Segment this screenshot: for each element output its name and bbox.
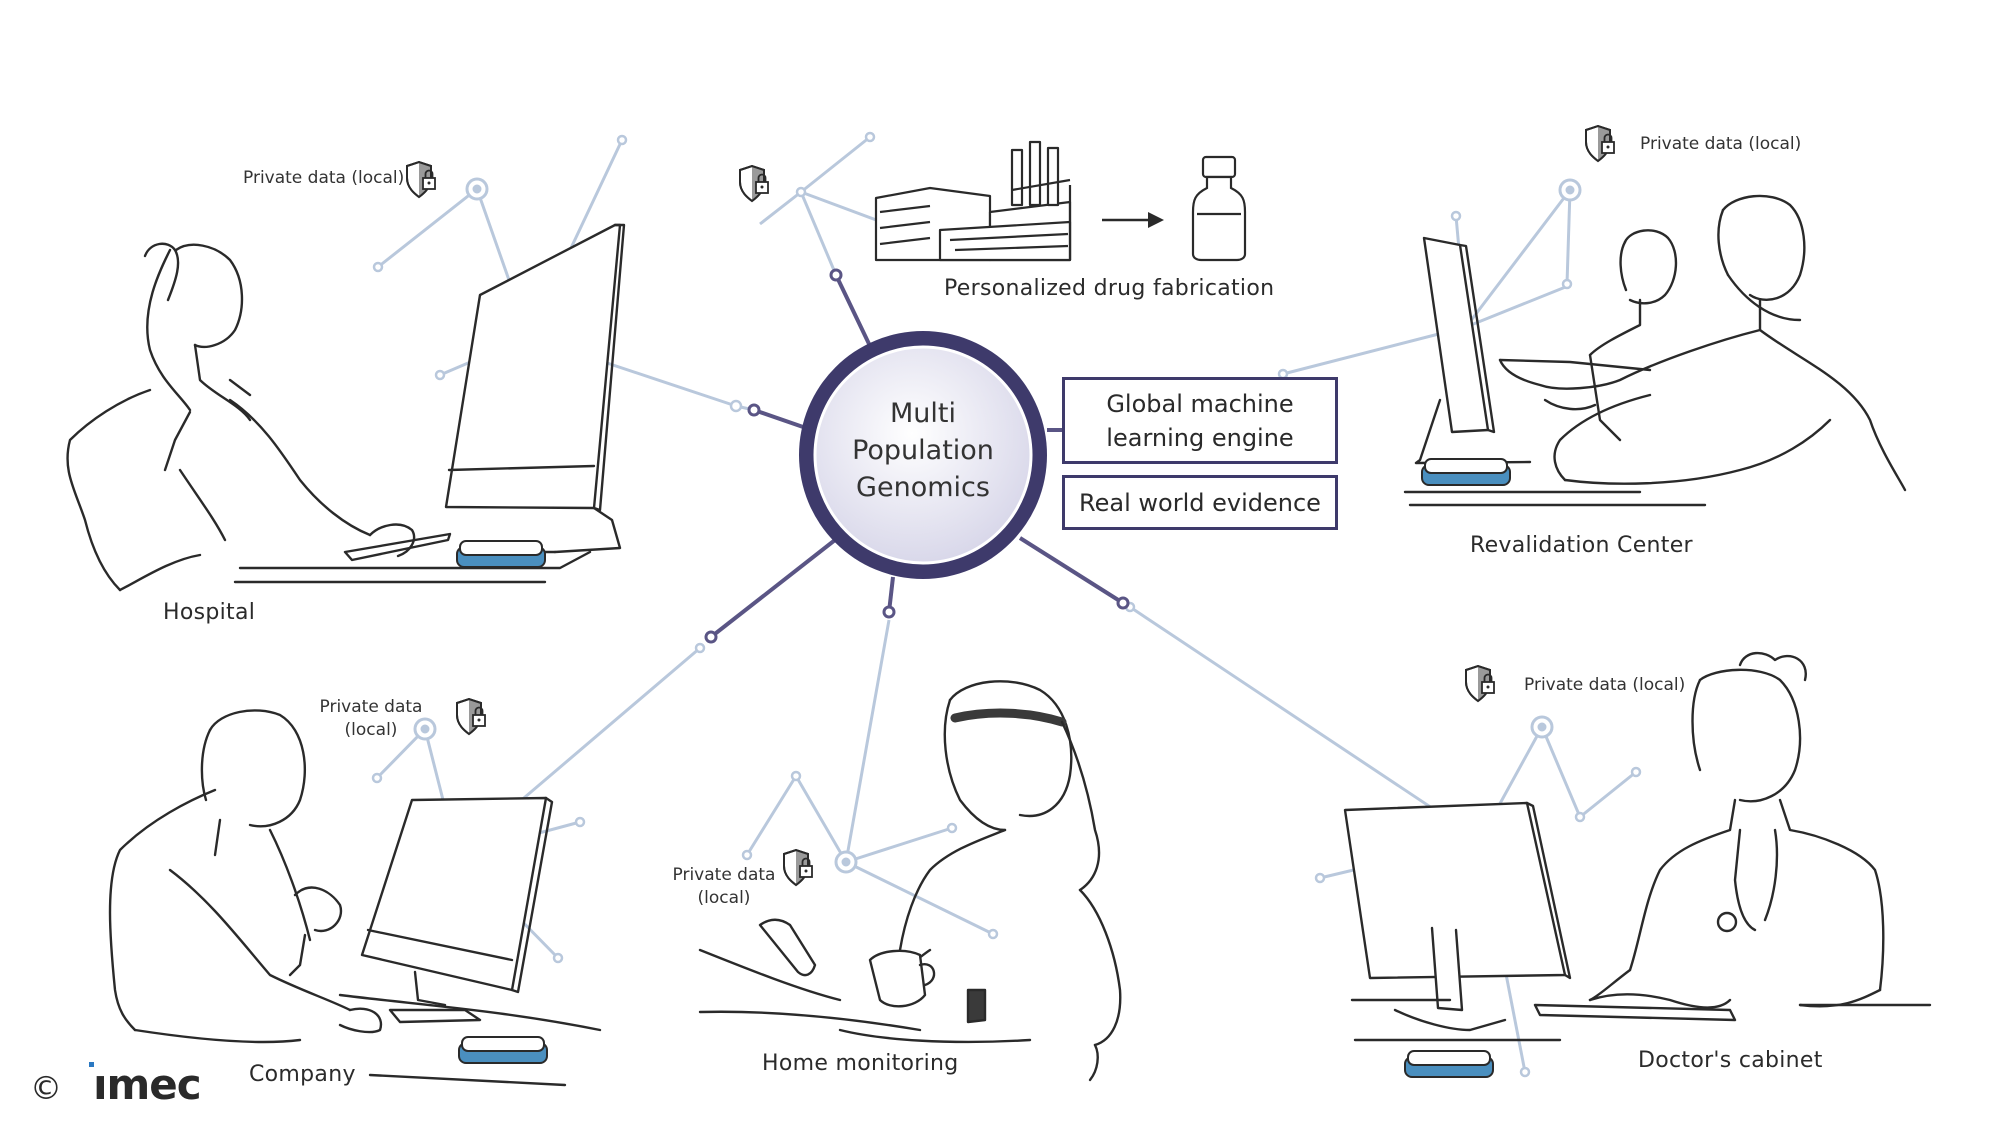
hub-title-line: Multi xyxy=(890,398,956,429)
hub-title: Multi Population Genomics xyxy=(823,395,1023,506)
data-device xyxy=(1404,1050,1494,1078)
imec-wordmark: ımec xyxy=(89,1060,202,1109)
shield-lock-icon xyxy=(456,698,486,735)
hub-spokes xyxy=(709,274,1125,639)
imec-logo: © ımec xyxy=(30,1060,202,1109)
spoke-nodes xyxy=(704,268,1130,644)
doctor-scene xyxy=(1343,651,1932,1042)
hospital-label: Hospital xyxy=(163,600,256,625)
shield-lock-icon xyxy=(783,849,813,886)
data-device xyxy=(456,540,546,568)
global-ml-engine-box: Global machine learning engine xyxy=(1062,377,1338,464)
data-device xyxy=(458,1036,548,1064)
shield-lock-icon xyxy=(1585,125,1615,162)
data-device xyxy=(1421,458,1511,486)
hospital-private-data-label: Private data (local) xyxy=(243,168,405,188)
vial-icon xyxy=(1191,155,1247,262)
shield-lock-icon xyxy=(406,161,436,198)
ring-nodes xyxy=(413,177,1582,874)
hub-title-line: Population xyxy=(852,435,994,466)
hub-circle xyxy=(799,331,1047,579)
arrow-right-icon xyxy=(1102,212,1164,228)
home-monitoring-label: Home monitoring xyxy=(762,1051,959,1076)
home-private-data-label: Private data (local) xyxy=(672,865,776,908)
hospital-scene xyxy=(66,223,626,592)
revalidation-private-data-label: Private data (local) xyxy=(1640,134,1802,154)
company-label: Company xyxy=(249,1062,356,1087)
imec-wordmark-text: ımec xyxy=(93,1060,202,1109)
shield-lock-icon xyxy=(739,165,769,202)
factory-icon xyxy=(874,140,1072,262)
real-world-evidence-label: Real world evidence xyxy=(1079,488,1321,517)
copyright-symbol: © xyxy=(30,1069,62,1107)
doctor-private-data-label: Private data (local) xyxy=(1524,675,1686,695)
hub-title-line: Genomics xyxy=(856,472,990,503)
revalidation-scene xyxy=(1403,194,1907,507)
company-scene xyxy=(108,709,602,1087)
company-private-data-label: Private data (local) xyxy=(319,697,423,740)
shield-lock-icon xyxy=(1465,665,1495,702)
real-world-evidence-box: Real world evidence xyxy=(1062,475,1338,530)
global-ml-engine-label: Global machine learning engine xyxy=(1106,389,1294,452)
drug-fabrication-label: Personalized drug fabrication xyxy=(944,276,1275,301)
doctors-cabinet-label: Doctor's cabinet xyxy=(1638,1048,1823,1073)
home-scene xyxy=(698,680,1122,1082)
revalidation-center-label: Revalidation Center xyxy=(1470,533,1693,558)
